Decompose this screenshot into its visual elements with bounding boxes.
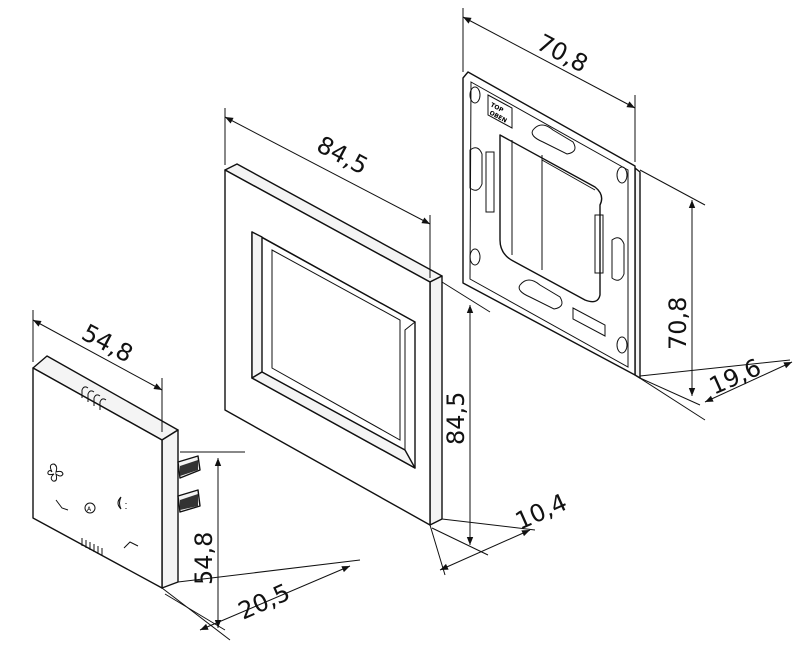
bottom-vent — [81, 538, 103, 556]
down-button-mark — [55, 499, 69, 511]
frame-width-label: 84,5 — [312, 131, 372, 181]
plate-height-label: 70,8 — [664, 297, 692, 350]
plate-depth-label: 19,6 — [705, 353, 765, 400]
cover-frame — [224, 163, 443, 526]
thermostat-depth-label: 20,5 — [234, 578, 294, 625]
mounting-plate: TOP OBEN — [462, 71, 641, 379]
auto-mode-letter: A — [87, 506, 92, 513]
fan-icon — [47, 463, 64, 482]
frame-height-label: 84,5 — [442, 392, 470, 445]
auto-mode-icon — [84, 502, 96, 514]
frame-depth-label: 10,4 — [511, 488, 571, 535]
dimension-lines — [32, 8, 793, 641]
thermostat-width-label: 54,8 — [77, 319, 137, 369]
thermostat-height-label: 54,8 — [190, 532, 218, 585]
up-button-mark — [123, 541, 139, 549]
thermostat-device: A — [32, 355, 201, 589]
plate-width-label: 70,8 — [532, 29, 592, 79]
night-mode-icon — [117, 496, 127, 510]
